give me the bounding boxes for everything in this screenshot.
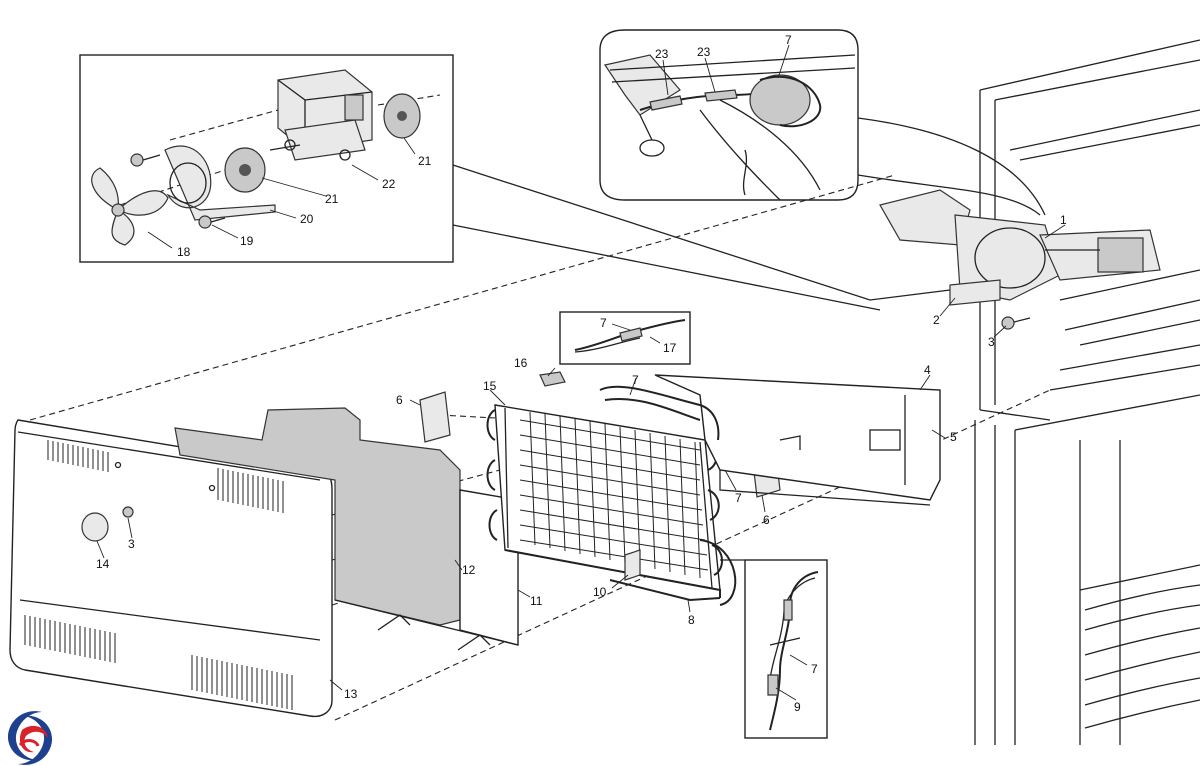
part-label-7c: 7 — [735, 491, 742, 505]
part-label-3b: 3 — [128, 537, 135, 551]
part-label-14: 14 — [96, 557, 110, 571]
vent-grille-top-right — [217, 468, 284, 513]
part-label-17: 17 — [663, 341, 677, 355]
part-label-1: 1 — [1060, 213, 1067, 227]
refrigerator-cabinet — [974, 39, 1200, 745]
insulation-panel — [174, 407, 461, 626]
wiring-inset-leader — [857, 117, 1046, 216]
part-label-21a: 21 — [418, 154, 432, 168]
vent-grille-top-left — [47, 440, 109, 472]
harness-inset — [744, 559, 828, 739]
inset-leader-bottom — [452, 224, 881, 311]
vent-grille-bottom-right — [191, 655, 293, 710]
evaporator-coil — [486, 404, 737, 606]
part-label-7a: 7 — [600, 316, 607, 330]
part-label-3: 3 — [988, 335, 995, 349]
part-label-15: 15 — [483, 379, 497, 393]
part-label-20: 20 — [300, 212, 314, 226]
fan-bracket-assembly — [879, 189, 1161, 330]
part-label-23a: 23 — [655, 47, 669, 61]
brand-swirl-logo — [4, 711, 56, 765]
clip-6-left — [419, 391, 451, 443]
fan-motor-inset — [79, 54, 454, 263]
part-label-12: 12 — [462, 563, 476, 577]
part-label-5: 5 — [950, 430, 957, 444]
screw-3 — [122, 506, 134, 518]
drain-tube — [609, 579, 721, 602]
part-label-13: 13 — [344, 687, 358, 701]
part-label-6: 6 — [396, 393, 403, 407]
part-labels: 1 2 3 3 4 5 6 6 7 7 7 7 7 8 9 10 11 12 1… — [96, 33, 1067, 714]
clip-10 — [624, 549, 641, 581]
part-label-10: 10 — [593, 585, 607, 599]
part-label-7b: 7 — [632, 373, 639, 387]
projection-line-mid1 — [331, 469, 501, 516]
part-label-7e: 7 — [785, 33, 792, 47]
part-label-7d: 7 — [811, 662, 818, 676]
projection-line-clip — [439, 414, 496, 419]
evaporator-cover — [9, 419, 333, 718]
part-label-2: 2 — [933, 313, 940, 327]
part-label-23b: 23 — [697, 45, 711, 59]
part-label-6b: 6 — [763, 513, 770, 527]
leader-lines — [96, 44, 1066, 701]
wiring-inset-leader-2 — [857, 174, 1041, 216]
part-label-22: 22 — [382, 177, 396, 191]
part-label-11: 11 — [530, 594, 543, 608]
part-label-9: 9 — [794, 700, 801, 714]
part-label-8: 8 — [688, 613, 695, 627]
vent-grille-bottom-left — [24, 615, 116, 663]
part-label-16: 16 — [514, 356, 528, 370]
fan-shroud — [599, 374, 941, 506]
part-label-21b: 21 — [325, 192, 339, 206]
part-label-4: 4 — [924, 363, 931, 377]
part-16 — [539, 371, 566, 387]
cap-14 — [81, 512, 109, 542]
heater-inset — [559, 311, 691, 365]
part-label-19: 19 — [240, 234, 254, 248]
inset-leader-top — [452, 164, 951, 301]
wiring-inset — [599, 29, 859, 201]
part-label-18: 18 — [177, 245, 191, 259]
